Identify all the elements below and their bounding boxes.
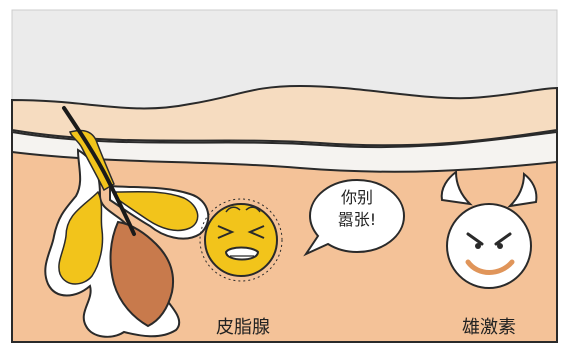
speech-bubble-line-1: 你别 (340, 188, 373, 207)
speech-bubble-text: 你别 嚣张! (318, 187, 396, 231)
speech-bubble (303, 178, 406, 257)
hair-follicle-bulb (109, 220, 174, 328)
sebum-duct (69, 129, 115, 192)
sebaceous-gland-label: 皮脂腺 (216, 317, 270, 338)
sebum-lobe-left (58, 190, 104, 285)
androgen-label: 雄激素 (462, 317, 516, 338)
sebum-lobe-right (115, 191, 199, 232)
speech-bubble-line-2: 嚣张! (337, 210, 377, 229)
skin-surface-layer (11, 84, 558, 147)
epidermis-band (11, 130, 558, 173)
hair-strand-icon (62, 106, 136, 236)
worried-face-icon (199, 198, 283, 282)
devil-face-icon (440, 169, 538, 289)
